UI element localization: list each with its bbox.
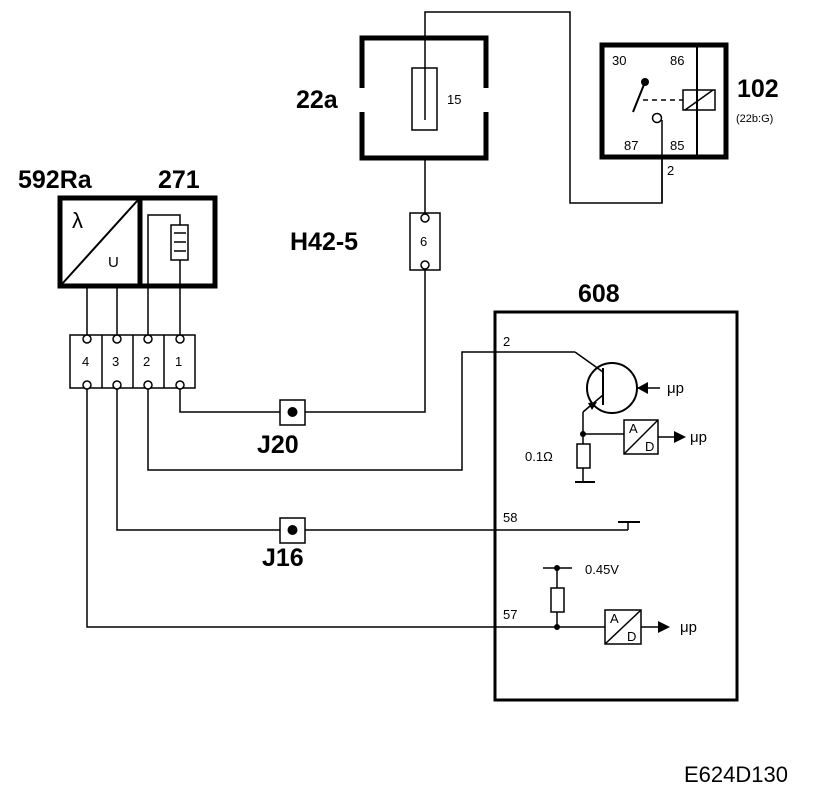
relay-pin-30: 30 xyxy=(612,53,626,68)
ecu-shunt-label: 0.1Ω xyxy=(525,449,553,464)
sensor-u-label: U xyxy=(108,254,119,271)
relay-ref: (22b:G) xyxy=(736,113,773,125)
wire-j20-to-pin1 xyxy=(179,388,280,413)
connector-h42-5 xyxy=(409,212,441,271)
junction-j16 xyxy=(279,517,306,544)
relay-pin-86: 86 xyxy=(670,53,684,68)
relay-pin-87: 87 xyxy=(624,138,638,153)
connector-pin-4: 4 xyxy=(82,354,89,369)
ecu-label: 608 xyxy=(578,280,620,308)
diagram-code: E624D130 xyxy=(684,762,788,787)
fuse-box-label: 22a xyxy=(296,86,339,114)
ecu-shunt-resistor xyxy=(576,443,591,469)
relay-coil xyxy=(682,89,716,111)
ecu-pin-2: 2 xyxy=(503,334,510,349)
ecu-voltage-label: 0.45V xyxy=(585,562,619,577)
sensor-diagonal xyxy=(61,199,139,285)
ecu-ad1-a: A xyxy=(629,421,638,436)
fuse-15 xyxy=(411,67,438,131)
connector-h42-pin: 6 xyxy=(420,234,427,249)
ecu-ad1-d: D xyxy=(645,439,654,454)
relay-label: 102 xyxy=(737,75,779,103)
junction-j16-label: J16 xyxy=(262,544,304,572)
relay-102 xyxy=(599,42,729,160)
fuse-label: 15 xyxy=(447,92,461,107)
ecu-ad2-d: D xyxy=(627,629,636,644)
ecu-transistor-mup: μp xyxy=(667,380,684,397)
fuse-box-22a xyxy=(359,35,489,161)
heater-resistor xyxy=(170,224,189,261)
lambda-symbol: λ xyxy=(72,208,83,233)
relay-pin-85: 85 xyxy=(670,138,684,153)
connector-h42-label: H42-5 xyxy=(290,228,358,256)
sensor-connector xyxy=(69,334,196,390)
wire-heater-a xyxy=(147,214,181,335)
connector-pin-3: 3 xyxy=(112,354,119,369)
ecu-pin-58: 58 xyxy=(503,510,517,525)
ecu-ad2-a: A xyxy=(610,611,619,626)
ecu-pin-57: 57 xyxy=(503,607,517,622)
junction-j20 xyxy=(279,399,306,426)
wire-pin4-to-ecu57 xyxy=(86,388,605,628)
connector-pin-2: 2 xyxy=(143,354,150,369)
ecu-ref-resistor xyxy=(550,587,565,613)
heater-label: 271 xyxy=(158,166,200,194)
connector-pin-1: 1 xyxy=(175,354,182,369)
wire-22a-to-relay xyxy=(424,11,663,204)
sensor-label: 592Ra xyxy=(18,166,93,194)
wire-h42-to-j20 xyxy=(305,268,426,413)
wire-pin2-to-ecu2 xyxy=(147,351,575,471)
ecu-ad1-mup: μp xyxy=(690,429,707,446)
ecu-608-box xyxy=(493,310,739,702)
relay-pin-out: 2 xyxy=(667,163,674,178)
relay-contact-open xyxy=(651,112,663,124)
ecu-ad2-mup: μp xyxy=(680,619,697,636)
relay-switch-arm xyxy=(632,81,646,113)
junction-j20-label: J20 xyxy=(257,431,299,459)
wire-pin3-to-j16 xyxy=(116,388,280,531)
